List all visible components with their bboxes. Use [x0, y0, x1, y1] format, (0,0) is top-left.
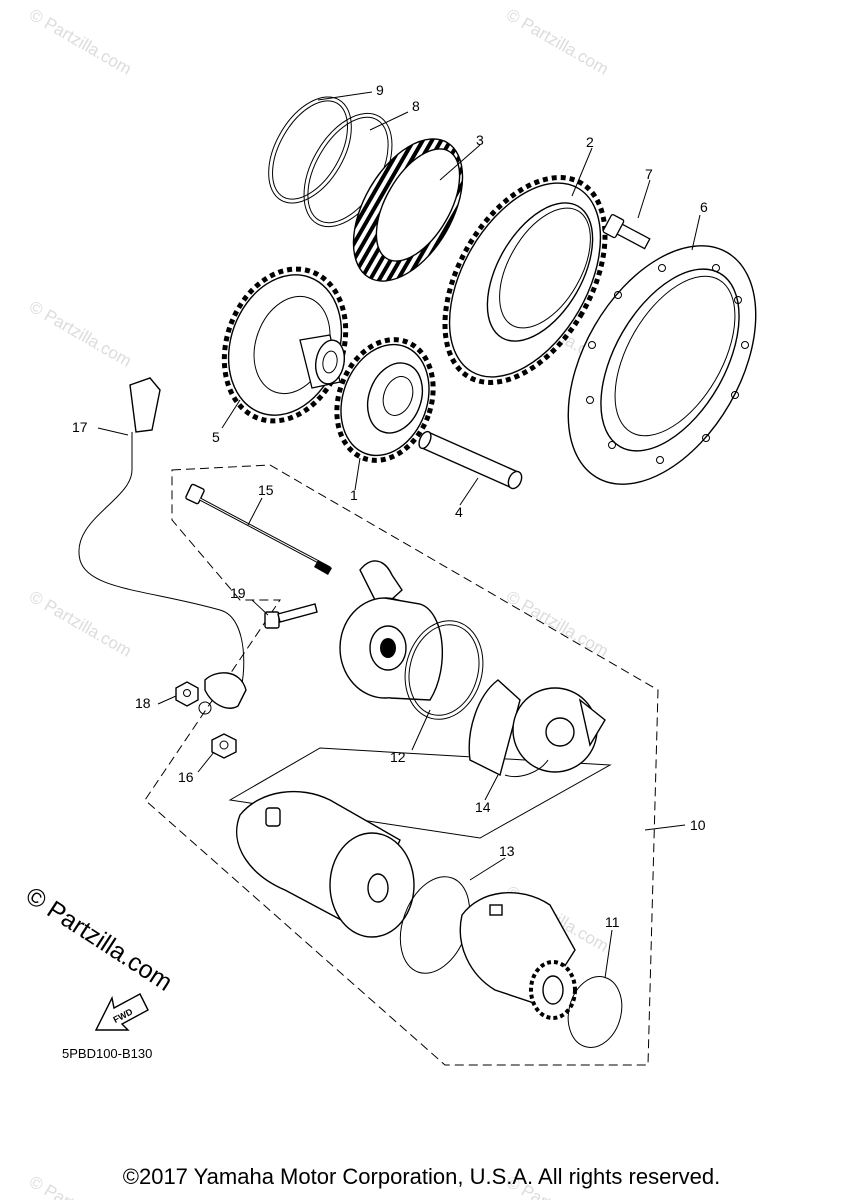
- part-flywheel-rotor: [567, 245, 757, 485]
- part-long-bolt: [185, 483, 332, 575]
- callout-18: 18: [135, 695, 151, 711]
- part-rear-cover: [459, 892, 577, 1020]
- watermark: © Partzilla.com: [503, 5, 612, 79]
- part-one-way-clutch: [352, 138, 464, 282]
- callout-16: 16: [178, 769, 194, 785]
- callout-9: 9: [376, 82, 384, 98]
- part-brush-holder: [468, 679, 606, 777]
- part-starter-cable: [78, 377, 247, 715]
- callout-2: 2: [586, 134, 594, 150]
- watermark: © Partzilla.com: [26, 5, 135, 79]
- fwd-arrow-icon: FWD: [94, 993, 149, 1031]
- callout-7: 7: [645, 166, 653, 182]
- watermark: © Partzilla.com: [26, 297, 135, 371]
- kit-outline: [228, 747, 612, 839]
- callout-4: 4: [455, 504, 463, 520]
- assembly-outline: [144, 464, 659, 1066]
- callout-leaders: [97, 91, 701, 979]
- callout-11: 11: [605, 914, 620, 930]
- part-nut-terminal: [175, 681, 199, 707]
- brand-mark: © Partzilla.com: [21, 882, 178, 997]
- part-circlip: [268, 96, 352, 204]
- callout-6: 6: [700, 199, 708, 215]
- callout-17: 17: [72, 419, 88, 435]
- callout-8: 8: [412, 98, 420, 114]
- part-nut: [211, 733, 237, 759]
- part-o-ring-small: [567, 976, 623, 1048]
- callout-14: 14: [475, 799, 491, 815]
- diagram-code: 5PBD100-B130: [62, 1046, 152, 1061]
- callout-12: 12: [390, 749, 406, 765]
- part-small-gear: [334, 337, 436, 463]
- callout-leader: [644, 824, 686, 831]
- part-bolt: [602, 214, 651, 250]
- part-motor-yoke: [236, 790, 415, 938]
- callout-1: 1: [350, 487, 358, 503]
- part-starter-wheel-gear: [442, 175, 608, 385]
- part-shaft: [418, 430, 523, 490]
- callout-15: 15: [258, 482, 274, 498]
- watermark: © Partzilla.com: [503, 587, 612, 661]
- copyright-notice: ©2017 Yamaha Motor Corporation, U.S.A. A…: [122, 1164, 721, 1189]
- callout-3: 3: [476, 132, 484, 148]
- part-front-cover: [339, 560, 443, 701]
- callout-10: 10: [690, 817, 706, 833]
- callout-13: 13: [499, 843, 515, 859]
- part-bolt-small: [264, 603, 318, 629]
- callout-19: 19: [230, 585, 246, 601]
- part-idler-gear: [221, 266, 349, 424]
- part-o-ring: [404, 620, 484, 720]
- callout-labels: 1 2 3 4 5 6 7 8 9 10 11 12 13 14 15 16 1…: [72, 82, 708, 930]
- callout-5: 5: [212, 429, 220, 445]
- watermark: © Partzilla.com: [26, 587, 135, 661]
